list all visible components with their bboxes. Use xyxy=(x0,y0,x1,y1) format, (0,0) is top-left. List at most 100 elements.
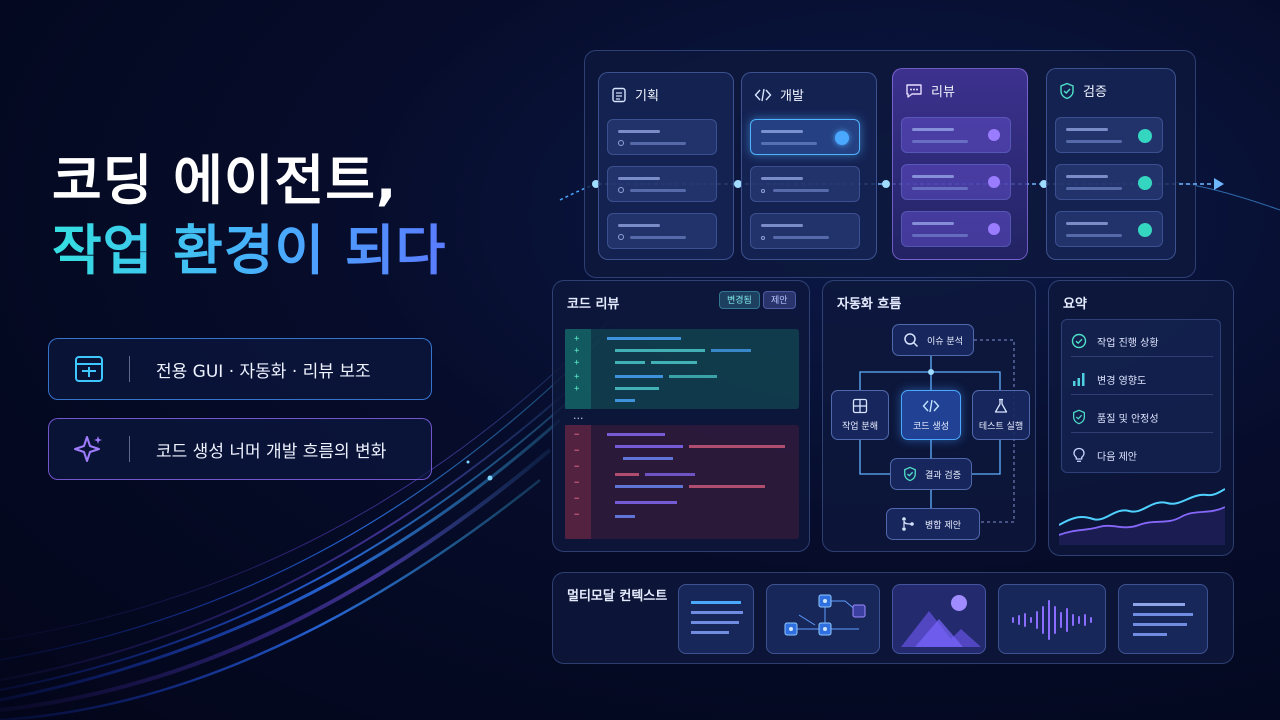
window-layout-icon xyxy=(49,355,129,383)
flow-node-split[interactable]: 작업 분해 xyxy=(831,390,889,440)
code-icon xyxy=(922,399,940,413)
summary-item-next[interactable]: 다음 제안 xyxy=(1071,447,1137,463)
summary-panel: 요약 작업 진행 상황 변경 영향도 품질 및 안정성 다음 제안 xyxy=(1048,280,1234,556)
review-badge xyxy=(988,223,1000,235)
bar-chart-icon xyxy=(1073,373,1085,386)
shield-check-icon xyxy=(904,466,916,482)
text-doc-icon[interactable] xyxy=(1118,584,1208,654)
task-card[interactable] xyxy=(607,119,717,155)
column-label: 개발 xyxy=(780,89,804,104)
column-review[interactable]: 리뷰 xyxy=(892,68,1028,260)
summary-item-label: 변경 영향도 xyxy=(1097,375,1147,387)
flow-node-verify[interactable]: 결과 검증 xyxy=(890,458,972,490)
lightbulb-icon xyxy=(1073,447,1085,462)
feature-dev-flow-change: 코드 생성 너머 개발 흐름의 변화 xyxy=(48,418,432,480)
headline-line1: 코딩 에이전트, xyxy=(52,149,398,212)
summary-divider xyxy=(1071,394,1213,395)
added-marker: + xyxy=(574,372,580,382)
column-label: 검증 xyxy=(1083,85,1107,100)
feature-text: 코드 생성 너머 개발 흐름의 변화 xyxy=(156,441,387,462)
summary-item-progress[interactable]: 작업 진행 상황 xyxy=(1071,333,1159,349)
panel-title: 자동화 흐름 xyxy=(837,297,902,312)
document-icon xyxy=(612,87,626,102)
summary-divider xyxy=(1071,356,1213,357)
column-label: 리뷰 xyxy=(931,85,955,100)
svg-text:−: − xyxy=(574,430,580,440)
collapsed-lines[interactable]: ... xyxy=(573,409,584,422)
code-icon xyxy=(754,88,772,101)
flask-icon xyxy=(994,398,1008,413)
column-verification[interactable]: 검증 xyxy=(1046,68,1176,260)
merge-icon xyxy=(902,517,914,531)
chat-icon xyxy=(906,83,922,98)
image-icon[interactable] xyxy=(892,584,986,654)
feature-divider xyxy=(129,436,130,462)
review-badge xyxy=(988,176,1000,188)
headline-line2: 작업 환경이 되다 xyxy=(52,214,446,288)
svg-text:−: − xyxy=(574,494,580,504)
audio-wave-icon[interactable] xyxy=(998,584,1106,654)
headline: 코딩 에이전트, 작업 환경이 되다 xyxy=(52,148,446,288)
task-card[interactable] xyxy=(1055,211,1163,247)
panel-title: 요약 xyxy=(1063,297,1087,312)
flow-node-label: 이슈 분석 xyxy=(927,336,963,347)
diagram-icon[interactable] xyxy=(766,584,880,654)
flow-node-label: 병합 제안 xyxy=(925,520,961,531)
summary-divider xyxy=(1071,432,1213,433)
trend-sparkline xyxy=(1059,488,1225,545)
flow-node-label: 작업 분해 xyxy=(842,422,878,432)
feature-divider xyxy=(129,356,130,382)
added-marker: + xyxy=(574,334,580,344)
task-card[interactable] xyxy=(1055,117,1163,153)
feature-text: 전용 GUI · 자동화 · 리뷰 보조 xyxy=(156,361,371,382)
panel-title: 멀티모달 컨텍스트 xyxy=(567,589,668,604)
flow-node-test[interactable]: 테스트 실행 xyxy=(972,390,1030,440)
column-label: 기획 xyxy=(635,89,659,104)
column-development[interactable]: 개발 xyxy=(741,72,877,260)
summary-item-impact[interactable]: 변경 영향도 xyxy=(1071,371,1146,387)
column-planning[interactable]: 기획 xyxy=(598,72,734,260)
flow-node-merge[interactable]: 병합 제안 xyxy=(886,508,980,540)
task-card[interactable] xyxy=(901,211,1011,247)
task-card[interactable] xyxy=(901,117,1011,153)
task-card-active[interactable] xyxy=(750,119,860,155)
svg-text:−: − xyxy=(574,446,580,456)
removed-lines-block: −−− −−− xyxy=(565,425,799,539)
summary-item-quality[interactable]: 품질 및 안정성 xyxy=(1071,409,1159,425)
task-card[interactable] xyxy=(607,166,717,202)
task-card[interactable] xyxy=(750,213,860,249)
flow-node-label: 결과 검증 xyxy=(925,470,961,481)
task-card[interactable] xyxy=(607,213,717,249)
feature-gui-automation-review: 전용 GUI · 자동화 · 리뷰 보조 xyxy=(48,338,432,400)
sparkle-icon xyxy=(49,433,129,465)
summary-item-label: 작업 진행 상황 xyxy=(1097,337,1159,349)
task-card[interactable] xyxy=(750,166,860,202)
flow-node-label: 테스트 실행 xyxy=(978,422,1024,432)
shield-check-icon xyxy=(1073,409,1085,425)
text-doc-icon[interactable] xyxy=(678,584,754,654)
changed-chip[interactable]: 변경됨 xyxy=(719,291,760,309)
grid-icon xyxy=(852,398,868,414)
added-lines-block: + + + + + xyxy=(565,329,799,409)
flow-node-analyze[interactable]: 이슈 분석 xyxy=(892,324,974,356)
flow-node-generate[interactable]: 코드 생성 xyxy=(901,390,961,440)
code-review-panel: 코드 리뷰 변경됨 제안 + + + + + ... − xyxy=(552,280,810,552)
check-circle-icon xyxy=(1138,176,1152,190)
suggest-chip[interactable]: 제안 xyxy=(763,291,796,309)
flow-node-label: 코드 생성 xyxy=(913,422,949,432)
added-marker: + xyxy=(574,346,580,356)
panel-title: 코드 리뷰 xyxy=(567,297,620,312)
check-circle-icon xyxy=(1138,129,1152,143)
svg-text:−: − xyxy=(574,478,580,488)
svg-text:−: − xyxy=(574,510,580,520)
in-progress-indicator xyxy=(835,131,849,145)
added-marker: + xyxy=(574,358,580,368)
review-badge xyxy=(988,129,1000,141)
task-card[interactable] xyxy=(901,164,1011,200)
shield-check-icon xyxy=(1060,82,1074,99)
summary-item-label: 다음 제안 xyxy=(1097,451,1137,463)
check-circle-icon xyxy=(1138,223,1152,237)
search-icon xyxy=(904,333,919,348)
summary-item-label: 품질 및 안정성 xyxy=(1097,413,1159,425)
task-card[interactable] xyxy=(1055,164,1163,200)
